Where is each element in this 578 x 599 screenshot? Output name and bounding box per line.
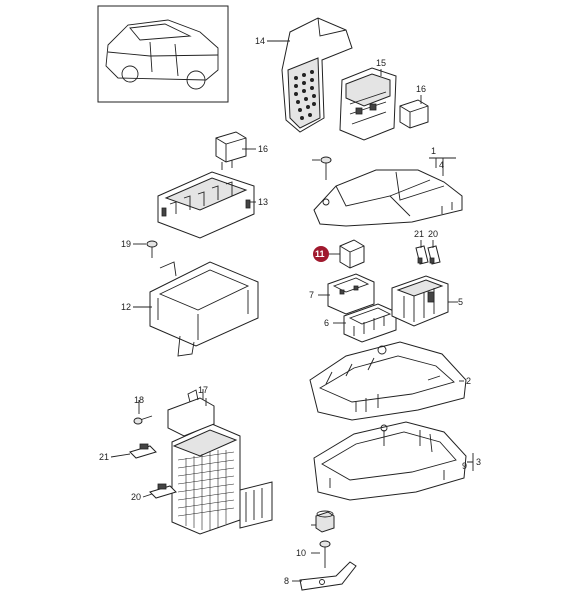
callout-16b: 16 <box>258 144 268 154</box>
part-10-bolt <box>319 540 331 568</box>
part-11-relay <box>339 239 365 269</box>
part-6-fuse-base <box>343 303 397 343</box>
callout-15: 15 <box>376 58 386 68</box>
part-9-grommet <box>315 510 335 533</box>
part-8-bracket <box>299 561 357 591</box>
part-14-bracket <box>281 17 353 133</box>
part-16-relay-left <box>215 131 247 170</box>
part-13-fuse-carrier <box>157 171 255 239</box>
callout-2: 2 <box>466 376 471 386</box>
part-7-relay-base <box>327 273 375 315</box>
callout-6: 6 <box>324 318 329 328</box>
callout-14: 14 <box>255 36 265 46</box>
callout-21a: 21 <box>414 229 424 239</box>
callout-5: 5 <box>458 297 463 307</box>
part-4-screw <box>320 156 332 180</box>
callout-21b: 21 <box>99 452 109 462</box>
callout-7: 7 <box>309 290 314 300</box>
callout-10: 10 <box>296 548 306 558</box>
part-20-fuse-upper <box>427 245 441 265</box>
part-21-fuse-upper <box>415 245 429 265</box>
callout-4: 4 <box>439 160 444 170</box>
part-15-relay-carrier <box>339 67 397 141</box>
callout-20b: 20 <box>131 492 141 502</box>
callout-18: 18 <box>134 395 144 405</box>
part-21-fuse-lower <box>129 443 157 459</box>
callout-12: 12 <box>121 302 131 312</box>
callout-16a: 16 <box>416 84 426 94</box>
leader-lines <box>110 40 474 582</box>
callout-20a: 20 <box>428 229 438 239</box>
part-2-housing <box>309 341 467 421</box>
part-16-relay-top <box>399 99 429 129</box>
part-5-fuse-block <box>391 275 449 327</box>
part-12-frame <box>149 261 259 357</box>
part-20-fuse-lower <box>149 483 177 499</box>
callout-labels: 1 2 3 4 5 6 7 8 9 10 11 12 13 14 15 16 1… <box>99 36 481 586</box>
vehicle-thumbnail <box>97 5 229 103</box>
part-4-cover <box>313 169 463 227</box>
part-19-screw <box>146 240 158 258</box>
part-17-module <box>167 389 273 535</box>
callout-9: 9 <box>462 461 467 471</box>
part-18-screw <box>133 415 153 425</box>
callout-1: 1 <box>431 146 436 156</box>
callout-13: 13 <box>258 197 268 207</box>
callout-19: 19 <box>121 239 131 249</box>
callout-11: 11 <box>315 249 325 259</box>
part-9-lower-housing <box>313 421 467 501</box>
callout-11-highlight: 11 <box>313 246 329 262</box>
callout-8: 8 <box>284 576 289 586</box>
callout-3: 3 <box>476 457 481 467</box>
callout-17: 17 <box>198 385 208 395</box>
